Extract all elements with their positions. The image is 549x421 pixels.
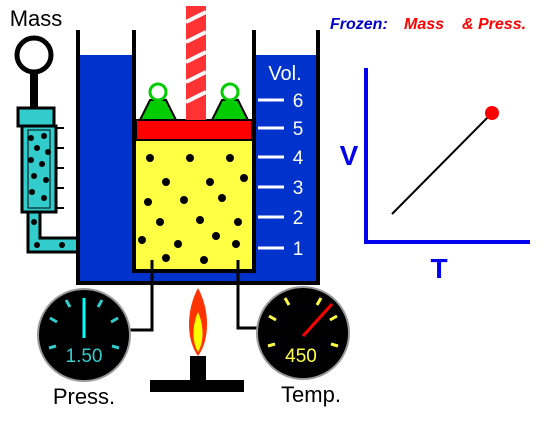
v-vs-t-graph: V T <box>340 68 530 284</box>
pressure-gauge-ticks <box>48 299 120 350</box>
manometer-bore <box>27 129 51 209</box>
vol-scale: 6 5 4 3 2 1 <box>258 91 304 260</box>
vol-tick-5: 5 <box>293 119 304 140</box>
balance-ring <box>14 35 54 75</box>
temp-label: Temp. <box>281 382 341 407</box>
press-label: Press. <box>53 384 115 409</box>
weight-right <box>210 82 250 121</box>
temperature-value: 450 <box>285 346 317 367</box>
graph-y-label: V <box>340 140 359 171</box>
graph-current-point <box>485 106 499 120</box>
vol-tick-1: 1 <box>293 239 304 260</box>
vol-tick-6: 6 <box>293 91 304 112</box>
pressure-value: 1.50 <box>66 346 103 367</box>
manometer-ticks <box>56 127 64 209</box>
bunsen-burner <box>150 288 244 392</box>
piston <box>135 119 253 141</box>
water-bath: Vol. 6 5 4 3 2 1 <box>76 6 320 285</box>
frozen-mass: Mass <box>404 16 444 33</box>
frozen-prefix: Frozen: <box>330 16 388 33</box>
bath-walls <box>76 30 320 285</box>
vol-tick-3: 3 <box>293 178 304 199</box>
frozen-caption: Frozen: Mass & Press. <box>330 16 526 33</box>
frozen-press: Press. <box>478 16 526 33</box>
flame-inner <box>193 312 203 352</box>
vol-tick-4: 4 <box>293 148 304 169</box>
piston-rod <box>186 6 206 120</box>
mass-label: Mass <box>10 6 63 31</box>
pressure-gauge: 1.50 Press. <box>37 288 131 409</box>
graph-x-label: T <box>430 253 447 284</box>
rod-stripes <box>185 10 207 104</box>
vol-label: Vol. <box>268 63 301 85</box>
gas-molecules <box>138 154 248 264</box>
balance-rod <box>30 72 38 110</box>
gas-region <box>136 140 252 269</box>
vol-tick-2: 2 <box>293 208 304 229</box>
manometer-particles <box>28 133 51 201</box>
manometer-top <box>16 106 56 128</box>
graph-line <box>391 112 493 215</box>
weight-left <box>138 82 178 121</box>
mass-balance: Mass <box>10 6 63 110</box>
probe-wires <box>128 260 262 332</box>
temperature-needle <box>301 302 334 338</box>
temperature-gauge-ticks <box>267 297 339 348</box>
burner-tube <box>190 356 206 382</box>
burner-base <box>150 380 244 392</box>
frozen-amp: & <box>462 16 474 33</box>
temperature-gauge: 450 Temp. <box>256 286 350 407</box>
